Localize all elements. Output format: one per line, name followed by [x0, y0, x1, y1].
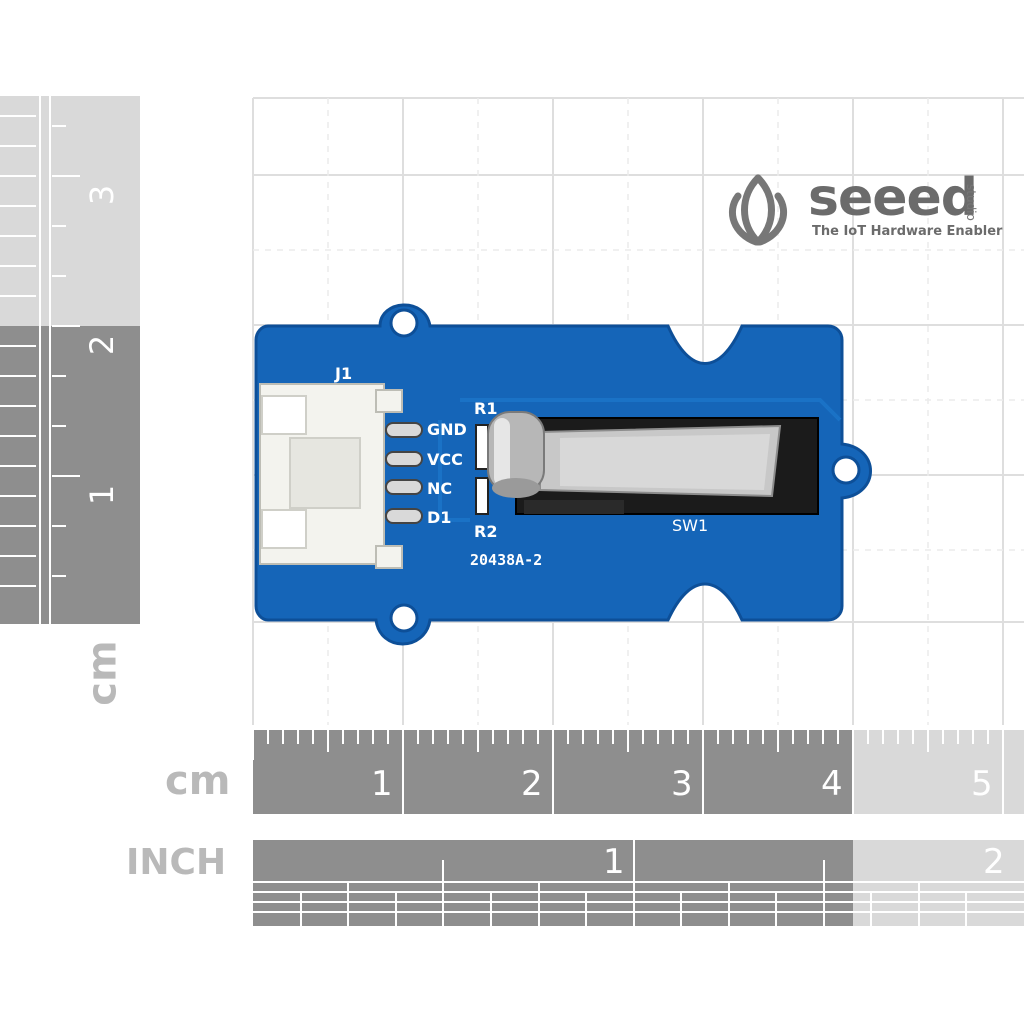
horizontal-cm-number: 5 — [971, 764, 993, 804]
mount-hole — [831, 455, 861, 485]
switch-label: SW1 — [672, 516, 709, 535]
vertical-ruler: 3 2 1 — [0, 96, 140, 624]
pin-pad — [385, 508, 423, 524]
horizontal-cm-number: 1 — [371, 764, 393, 804]
connector-label: J1 — [335, 364, 353, 383]
pin-pad — [385, 479, 423, 495]
vertical-ruler-ticks — [0, 96, 80, 624]
resistor-r1 — [475, 424, 489, 470]
brand-name: seeed — [808, 168, 978, 228]
mount-hole — [389, 603, 419, 633]
horizontal-cm-number: 2 — [521, 764, 543, 804]
horizontal-cm-ruler: 1 2 3 4 5 — [253, 730, 1024, 814]
resistor-r2 — [475, 477, 489, 515]
mount-hole — [389, 308, 419, 338]
horizontal-cm-unit: cm — [165, 758, 231, 804]
pcb-trace — [460, 398, 842, 422]
resistor-label-r2: R2 — [474, 522, 498, 541]
pin-label-gnd: GND — [427, 420, 467, 439]
horizontal-cm-number: 3 — [671, 764, 693, 804]
pin-pad — [385, 451, 423, 467]
horizontal-inch-number: 2 — [983, 842, 1005, 882]
horizontal-inch-unit: INCH — [126, 842, 227, 883]
horizontal-inch-number: 1 — [603, 842, 625, 882]
horizontal-cm-ticks — [253, 730, 1004, 814]
resistor-label-r1: R1 — [474, 399, 498, 418]
part-number: 20438A-2 — [470, 551, 543, 569]
pin-label-nc: NC — [427, 479, 453, 498]
pcb-trace — [438, 420, 470, 522]
seeed-logo-mark — [728, 174, 788, 246]
horizontal-inch-ruler: 1 2 — [253, 840, 1024, 926]
pin-label-vcc: VCC — [427, 450, 463, 469]
pin-label-d1: D1 — [427, 508, 452, 527]
horizontal-inch-ticks — [253, 840, 1024, 926]
brand-tagline: The IoT Hardware Enabler — [812, 224, 1003, 239]
pin-pad — [385, 422, 423, 438]
horizontal-cm-number: 4 — [821, 764, 843, 804]
